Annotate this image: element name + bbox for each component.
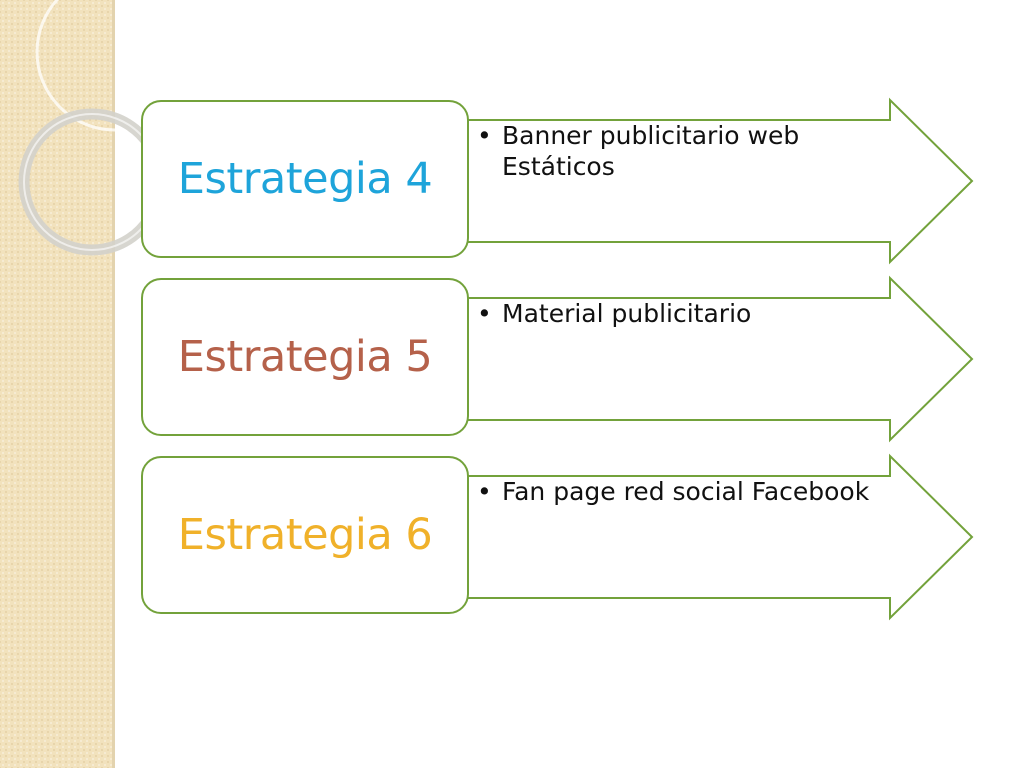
strategy-row-5: Estrategia 5 • Material publicitario xyxy=(140,275,976,443)
strategy-label: Estrategia 4 xyxy=(177,154,433,204)
bullet-list: • Material publicitario xyxy=(474,298,914,329)
arrow-shape xyxy=(459,453,974,621)
bullet-text: Fan page red social Facebook xyxy=(502,477,870,506)
bullet-list: • Fan page red social Facebook xyxy=(474,476,914,507)
bullet-item: • Banner publicitario web Estáticos xyxy=(474,120,914,182)
band-edge-line xyxy=(112,0,115,768)
strategy-label-box: Estrategia 4 xyxy=(141,100,469,258)
decorative-rings xyxy=(18,0,195,256)
bullet-text: Banner publicitario web Estáticos xyxy=(502,121,800,181)
bullet-list: • Banner publicitario web Estáticos xyxy=(474,120,914,182)
strategy-row-6: Estrategia 6 • Fan page red social Faceb… xyxy=(140,453,976,621)
bullet-item: • Material publicitario xyxy=(474,298,914,329)
bullet-dot-icon: • xyxy=(477,299,492,328)
bullet-text: Material publicitario xyxy=(502,299,752,328)
strategy-label: Estrategia 5 xyxy=(177,332,433,382)
bullet-item: • Fan page red social Facebook xyxy=(474,476,914,507)
strategy-row-4: Estrategia 4 • Banner publicitario web E… xyxy=(140,97,976,265)
arrow-shape xyxy=(459,97,974,265)
strategy-label-box: Estrategia 5 xyxy=(141,278,469,436)
bullet-dot-icon: • xyxy=(477,121,492,150)
arrow-shape xyxy=(459,275,974,443)
bullet-dot-icon: • xyxy=(477,477,492,506)
strategy-label-box: Estrategia 6 xyxy=(141,456,469,614)
strategy-label: Estrategia 6 xyxy=(177,510,433,560)
